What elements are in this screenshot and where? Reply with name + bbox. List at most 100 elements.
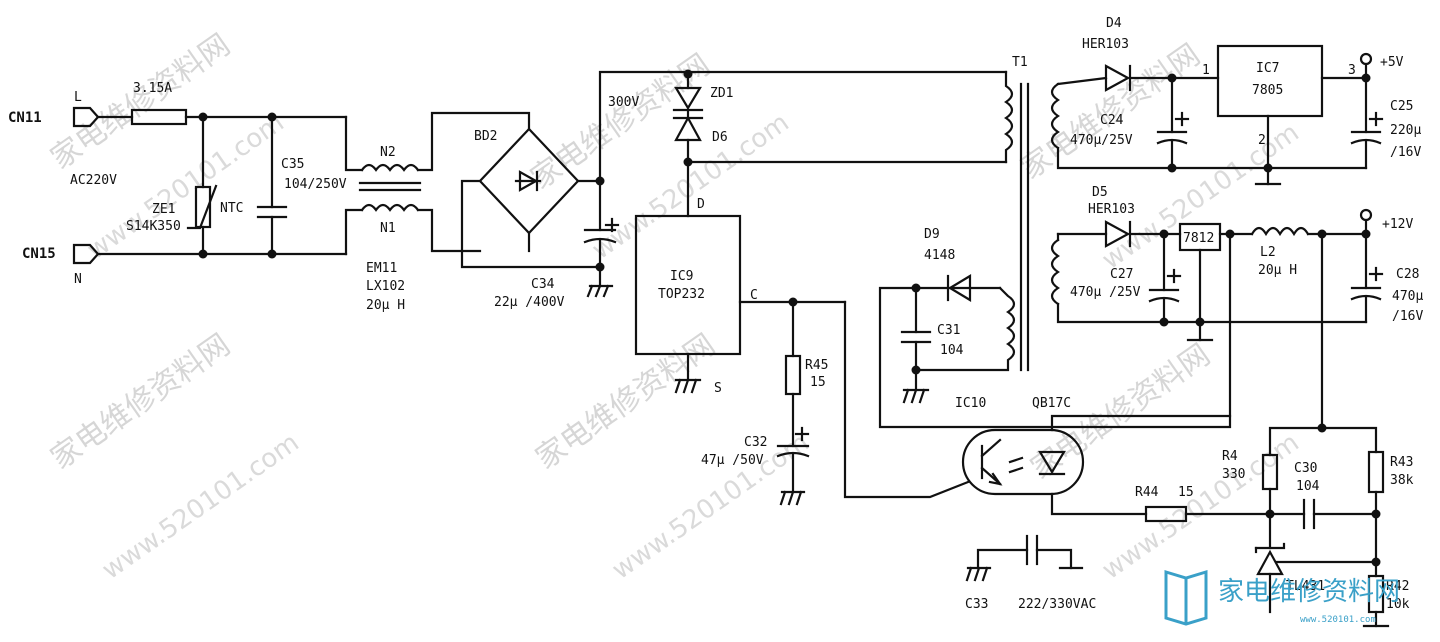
ic7-7805: [1216, 44, 1324, 118]
label-c30: C30: [1294, 461, 1317, 476]
label-pin1: 1: [1202, 63, 1210, 78]
feedback-network: R4 330 C30 104 R43 38k R44 15 TL431 R42 …: [1135, 232, 1414, 628]
label-r44-value: 15: [1178, 485, 1194, 500]
label-c34: C34: [531, 277, 555, 292]
watermark-text: 家电维修资料网: [1025, 337, 1217, 486]
label-s14k350: S14K350: [126, 219, 181, 234]
label-d5: D5: [1092, 185, 1108, 200]
label-c32: C32: [744, 435, 767, 450]
label-c33-value: 222/330VAC: [1018, 597, 1096, 612]
label-cn15: CN15: [22, 246, 56, 262]
label-c35-value: 104/250V: [284, 177, 347, 192]
label-c-pin: C: [750, 288, 758, 303]
label-c27: C27: [1110, 267, 1133, 282]
label-4148: 4148: [924, 248, 955, 263]
label-d6: D6: [712, 130, 728, 145]
r45-c32-network: R45 15 C32 47μ /50V: [701, 300, 828, 506]
label-ic10: IC10: [955, 396, 986, 411]
label-c34-value: 22μ /400V: [494, 295, 565, 310]
label-7812: 7812: [1183, 231, 1214, 246]
label-c25-value-1: 220μ: [1390, 123, 1421, 138]
label-l2-value: 20μ H: [1258, 263, 1297, 278]
label-c33: C33: [965, 597, 988, 612]
optocoupler-ic10: IC10 QB17C: [955, 396, 1232, 516]
label-c31: C31: [937, 323, 960, 338]
label-r42-value: 10k: [1386, 597, 1410, 612]
label-r43-value: 38k: [1390, 473, 1414, 488]
label-r45: R45: [805, 358, 828, 373]
label-n1: N1: [380, 221, 396, 236]
label-c27-value: 470μ /25V: [1070, 285, 1141, 300]
label-cn11: CN11: [8, 110, 42, 126]
label-c32-value: 47μ /50V: [701, 453, 764, 468]
logo-text: 家电维修资料网: [1218, 577, 1400, 607]
label-12v: +12V: [1382, 217, 1413, 232]
aux-winding: [914, 286, 1016, 372]
label-c28-value-2: /16V: [1392, 309, 1423, 324]
brand-logo: 家电维修资料网 www.520101.com: [1164, 569, 1400, 626]
watermark-text: 家电维修资料网: [1015, 37, 1207, 186]
aux-supply-d9-c31: D9 4148 C31 104: [878, 227, 1232, 429]
logo-url: www.520101.com: [1300, 615, 1376, 625]
output-12v-section: 7812 D5 HER103 C27 470μ /25V L2 20μ H +1…: [1056, 185, 1423, 342]
label-l2: L2: [1260, 245, 1276, 260]
watermark-url: www.520101.com: [97, 428, 305, 586]
label-zd1: ZD1: [710, 86, 733, 101]
bulk-capacitor-c34: 300V C34 22μ /400V: [494, 70, 1008, 310]
label-d4: D4: [1106, 16, 1122, 31]
label-c24: C24: [1100, 113, 1124, 128]
label-20uh: 20μ H: [366, 298, 405, 313]
label-pin3: 3: [1348, 63, 1356, 78]
watermark-text: 家电维修资料网: [530, 327, 722, 476]
label-r4: R4: [1222, 449, 1238, 464]
label-ntc: NTC: [220, 201, 243, 216]
choke-winding-n1: [360, 203, 420, 212]
ic9-top232: IC9 TOP232 C S: [634, 214, 970, 499]
resistor-r43: [1367, 450, 1385, 494]
watermark-url: www.520101.com: [607, 428, 815, 586]
watermark-text: 家电维修资料网: [45, 327, 237, 476]
label-c24-value: 470μ/25V: [1070, 133, 1133, 148]
label-L: L: [74, 90, 82, 105]
label-r45-value: 15: [810, 375, 826, 390]
label-r42: R42: [1386, 579, 1409, 594]
ac-input-section: CN11 CN15 L N AC220V 3.15A ZE1 S14K350 N…: [8, 81, 531, 313]
connector-cn15: [72, 243, 100, 265]
label-tl431: TL431: [1286, 579, 1325, 594]
label-ic9: IC9: [670, 269, 693, 284]
label-c28: C28: [1396, 267, 1419, 282]
label-qb17c: QB17C: [1032, 396, 1071, 411]
label-ic7: IC7: [1256, 61, 1279, 76]
secondary-winding-12v: [1050, 238, 1060, 306]
label-d: D: [697, 197, 705, 212]
watermark-url: www.520101.com: [1097, 428, 1305, 586]
label-fuse: 3.15A: [133, 81, 172, 96]
label-c25: C25: [1390, 99, 1413, 114]
label-ac220v: AC220V: [70, 173, 117, 188]
label-r43: R43: [1390, 455, 1413, 470]
label-300v: 300V: [608, 95, 639, 110]
label-lx102: LX102: [366, 279, 405, 294]
label-r44: R44: [1135, 485, 1159, 500]
y-capacitor-c33: C33 222/330VAC: [965, 534, 1096, 612]
label-5v: +5V: [1380, 55, 1404, 70]
primary-winding: [1004, 70, 1014, 164]
label-d9: D9: [924, 227, 940, 242]
label-s-pin: S: [714, 381, 722, 396]
label-c35: C35: [281, 157, 304, 172]
clamp-zd1-d6: ZD1 D6 D: [672, 69, 1008, 218]
label-c30-value: 104: [1296, 479, 1320, 494]
inductor-l2: [1250, 226, 1310, 237]
label-her103-a: HER103: [1082, 37, 1129, 52]
label-c25-value-2: /16V: [1390, 145, 1421, 160]
label-c28-value-1: 470μ: [1392, 289, 1423, 304]
transformer-t1: T1: [914, 55, 1060, 372]
label-em11: EM11: [366, 261, 397, 276]
label-n2: N2: [380, 145, 396, 160]
label-7805: 7805: [1252, 83, 1283, 98]
label-pin2: 2: [1258, 133, 1266, 148]
label-N: N: [74, 272, 82, 287]
label-bd2: BD2: [474, 129, 497, 144]
output-5v-section: IC7 7805 1 2 3 D4 HER103 C24 470μ/25V +5…: [1056, 16, 1421, 186]
